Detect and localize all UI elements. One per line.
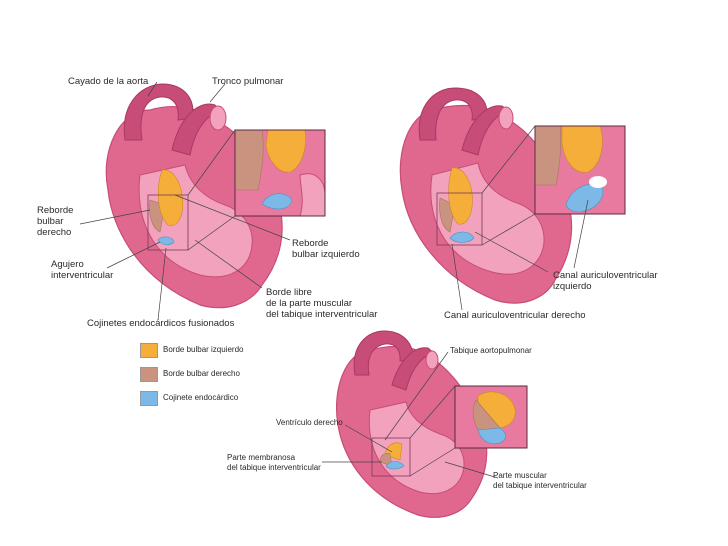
label-right-bulbar-ridge: Reborde bulbar derecho	[37, 205, 74, 238]
label-free-edge: Borde libre de la parte muscular del tab…	[266, 287, 378, 320]
label-right-ventricle: Ventrículo derecho	[276, 418, 343, 427]
legend-swatch-left-bulbar	[140, 343, 158, 358]
inset-free-edge-1	[299, 173, 325, 216]
label-left-bulbar-ridge: Reborde bulbar izquierdo	[292, 238, 360, 260]
legend-swatch-right-bulbar	[140, 367, 158, 382]
ventricle-cavity-3	[368, 401, 465, 494]
membranous-cushion-3	[385, 461, 405, 470]
inset-opening-2	[589, 176, 607, 188]
label-iv-foramen: Agujero interventricular	[51, 259, 114, 281]
legend-label-left-bulbar: Borde bulbar izquierdo	[163, 345, 244, 354]
inset-frame-1	[147, 194, 189, 251]
inset-border-1	[234, 129, 326, 217]
inset-border-2	[534, 125, 626, 215]
heart-diagram-3	[322, 330, 528, 518]
inset-left-bulbar-2	[561, 126, 603, 173]
heart-diagram-1	[79, 81, 326, 321]
label-membranous-part: Parte membranosa del tabique interventri…	[227, 453, 321, 472]
inset-right-bulbar-2	[535, 126, 562, 186]
cushion-1	[157, 236, 175, 246]
legend-label-right-bulbar: Borde bulbar derecho	[163, 369, 240, 378]
label-aortic-arch: Cayado de la aorta	[68, 76, 149, 87]
label-muscular-part: Parte muscular del tabique interventricu…	[493, 471, 587, 490]
label-pulmonary-trunk: Tronco pulmonar	[212, 76, 284, 87]
legend-label-cushion: Cojinete endocárdico	[163, 393, 239, 402]
inset-cushion-1	[261, 193, 293, 210]
inset-frame-2	[436, 192, 483, 246]
left-bulbar-ridge-1	[157, 169, 183, 226]
cushion-2	[449, 231, 475, 243]
pulmonary-opening-1	[209, 105, 227, 131]
inset-border-3	[454, 385, 528, 449]
label-left-av-canal: Canal auriculoventricular izquierdo	[553, 270, 658, 292]
label-right-av-canal: Canal auriculoventricular derecho	[444, 310, 586, 321]
inset-frame-3	[371, 437, 411, 477]
legend-swatch-cushion	[140, 391, 158, 406]
label-fused-cushions: Cojinetes endocárdicos fusionados	[87, 318, 235, 329]
label-aortopulmonary-septum: Tabique aortopulmonar	[450, 346, 532, 355]
inset-right-bulbar-1	[235, 130, 264, 191]
inset-cushion-3	[477, 427, 506, 445]
inset-cushion-2	[565, 183, 604, 213]
inset-left-bulbar-1	[265, 130, 306, 173]
heart-diagram-2	[399, 87, 626, 311]
pulmonary-opening-3	[425, 350, 439, 370]
pulmonary-opening-2	[498, 106, 514, 130]
left-bulbar-ridge-2	[448, 167, 473, 225]
